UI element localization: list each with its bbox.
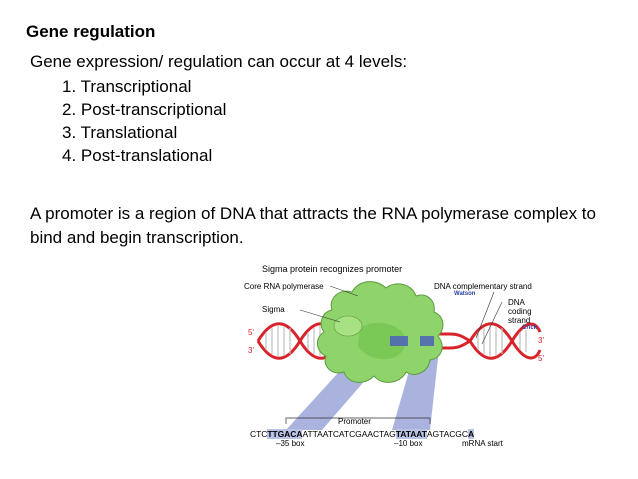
box35-label: –35 box (276, 439, 305, 448)
seq-part1: CTC (250, 429, 268, 439)
mrna-start-label: mRNA start (462, 439, 503, 448)
seq-part2: ATTAATCATCGAACTAG (302, 429, 396, 439)
box35-marker (390, 336, 408, 346)
dna-rungs-right (477, 326, 527, 356)
dna-sequence: CTCTTGACAATTAATCATCGAACTAGTATAATAGTACGCA (250, 429, 474, 439)
sigma-label: Sigma (262, 305, 285, 314)
strand-label: strand (508, 316, 531, 325)
box10-marker (420, 336, 434, 346)
crick-label: Crick (522, 325, 538, 331)
promoter-diagram (256, 281, 542, 430)
sigma-subunit-shape (333, 315, 363, 337)
seq-part3: AGTACGC (426, 429, 468, 439)
promoter-bracket (285, 417, 431, 424)
seq-box35: TTGACA (267, 429, 303, 439)
left-top-end-label: 5' (248, 328, 254, 337)
level-item: 2. Post-transcriptional (62, 100, 227, 119)
dna-complementary-strand-label: DNA complementary strand (434, 282, 532, 291)
promoter-label: Promoter (338, 417, 371, 426)
leader-lines (299, 285, 503, 345)
box10-label: –10 box (394, 439, 423, 448)
coding-label: coding (508, 307, 532, 316)
promoter-figure: Sigma protein recognizes promoter Core R… (240, 258, 557, 456)
dna-helix-right (468, 322, 542, 360)
seq-box10: TATAAT (395, 429, 427, 439)
rna-polymerase-shadow (358, 322, 406, 360)
level-item: 1. Transcriptional (62, 77, 192, 96)
right-top-end-label: 3' (538, 336, 544, 345)
watson-label: Watson (454, 291, 476, 297)
core-rna-polymerase-label: Core RNA polymerase (244, 282, 324, 291)
slide-title: Gene regulation (26, 22, 156, 41)
seq-start: A (467, 429, 475, 439)
levels-list: 1. Transcriptional 2. Post-transcription… (62, 75, 226, 167)
right-bottom-end-label: 5' (538, 354, 544, 363)
level-item: 3. Translational (62, 123, 178, 142)
figure-title: Sigma protein recognizes promoter (262, 264, 403, 274)
left-bottom-end-label: 3' (248, 346, 254, 355)
dna-coding-label: DNA (508, 298, 525, 307)
intro-text: Gene expression/ regulation can occur at… (30, 52, 408, 71)
level-item: 4. Post-translational (62, 146, 213, 165)
promoter-definition: A promoter is a region of DNA that attra… (30, 204, 596, 247)
